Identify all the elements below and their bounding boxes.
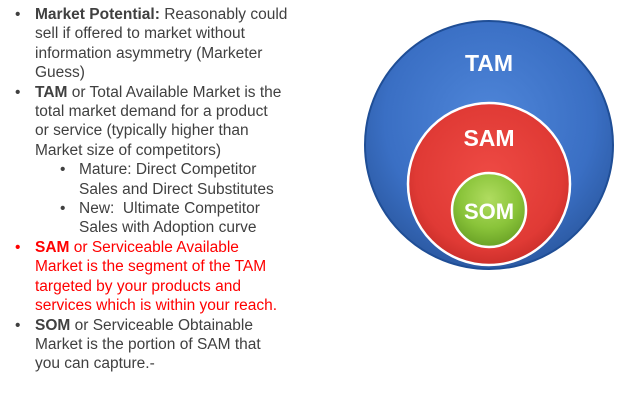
market-potential-line-3: information asymmetry (Marketer [35, 44, 263, 62]
som-term: SOM [35, 316, 71, 334]
tam-sub-mature-line-2: Sales and Direct Substitutes [79, 180, 274, 198]
sam-line-3: targeted by your products and [35, 277, 241, 295]
sam-label: SAM [463, 125, 514, 151]
market-potential-line-4: Guess) [35, 64, 85, 82]
sam-term: SAM [35, 238, 70, 256]
sam-line-1: or Serviceable Available [69, 238, 239, 256]
tam-line-3: or service (typically higher than [35, 122, 249, 140]
tam-sub-item-mature: Mature: Direct Competitor Sales and Dire… [14, 160, 314, 199]
sam-line-2: Market is the segment of the TAM [35, 258, 267, 276]
market-potential-item: Market Potential: Reasonably could sell … [14, 5, 314, 83]
som-line-3: you can capture.- [35, 355, 155, 373]
sam-item: SAM or Serviceable Available Market is t… [14, 238, 314, 316]
tam-sub-new-line-1: New: Ultimate Competitor [79, 200, 260, 218]
market-potential-line-1: Reasonably could [159, 6, 288, 23]
som-circle [450, 171, 528, 249]
som-line-1: or Serviceable Obtainable [70, 316, 253, 334]
tam-term: TAM [35, 83, 68, 101]
tam-line-4: Market size of competitors) [35, 141, 222, 159]
tam-sub-mature-line-1: Mature: Direct Competitor [79, 161, 257, 179]
tam-item: TAM or Total Available Market is the tot… [14, 83, 314, 161]
market-potential-term: Market Potential: [35, 6, 160, 23]
tam-line-1: or Total Available Market is the [67, 83, 282, 101]
sam-line-4: services which is within your reach. [35, 297, 278, 315]
tam-sub-item-new: New: Ultimate Competitor Sales with Adop… [14, 199, 314, 238]
som-label: SOM [464, 199, 514, 224]
som-item: SOM or Serviceable Obtainable Market is … [14, 316, 314, 374]
tam-line-2: total market demand for a product [35, 103, 268, 121]
som-line-2: Market is the portion of SAM that [35, 335, 261, 353]
tam-label: TAM [465, 50, 513, 76]
tam-sub-new-line-2: Sales with Adoption curve [79, 219, 257, 237]
market-definitions-list: Market Potential: Reasonably could sell … [14, 5, 314, 374]
market-potential-line-2: sell if offered to market without [35, 25, 245, 43]
